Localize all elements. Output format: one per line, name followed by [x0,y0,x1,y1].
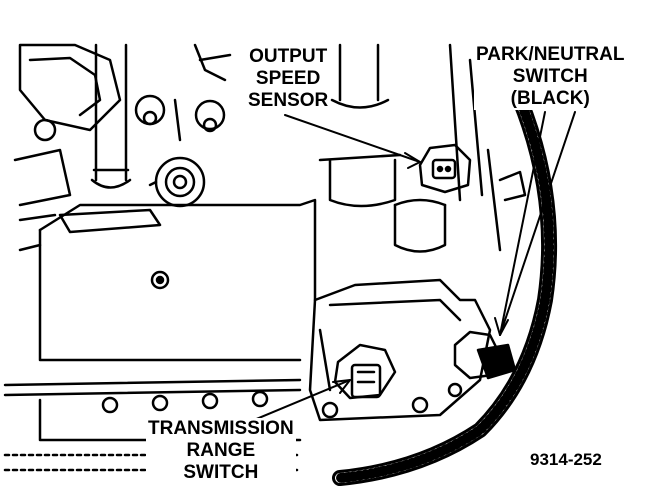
upper-left-bracket [13,43,122,222]
label-line: SPEED [255,68,321,89]
park-neutral-switch-label: PARK/NEUTRAL SWITCH (BLACK) [474,44,627,110]
center-tube [318,43,402,208]
left-round-connector [148,156,206,208]
label-line: (BLACK) [510,88,590,109]
transmission-range-switch [333,343,397,400]
output-speed-sensor [418,143,472,194]
label-line: RANGE [186,440,256,461]
label-line: TRANSMISSION [148,418,294,439]
label-line: OUTPUT [249,46,328,67]
label-line: SWITCH [512,66,588,87]
left-tube [90,43,132,189]
housing-plate [18,198,317,362]
label-line: SWITCH [183,462,259,483]
right-frame [448,43,527,252]
transmission-range-switch-label: TRANSMISSION RANGE SWITCH [146,418,296,484]
label-line: SENSOR [248,90,329,111]
top-fittings [134,43,232,142]
wiring-harness [332,92,558,486]
output-speed-sensor-label: OUTPUT SPEED SENSOR [246,46,331,112]
label-line: PARK/NEUTRAL [476,44,625,65]
leader-arrows [229,111,576,431]
park-neutral-switch [453,330,517,380]
valve-body-case [308,198,492,422]
figure-code: 9314-252 [530,450,602,469]
